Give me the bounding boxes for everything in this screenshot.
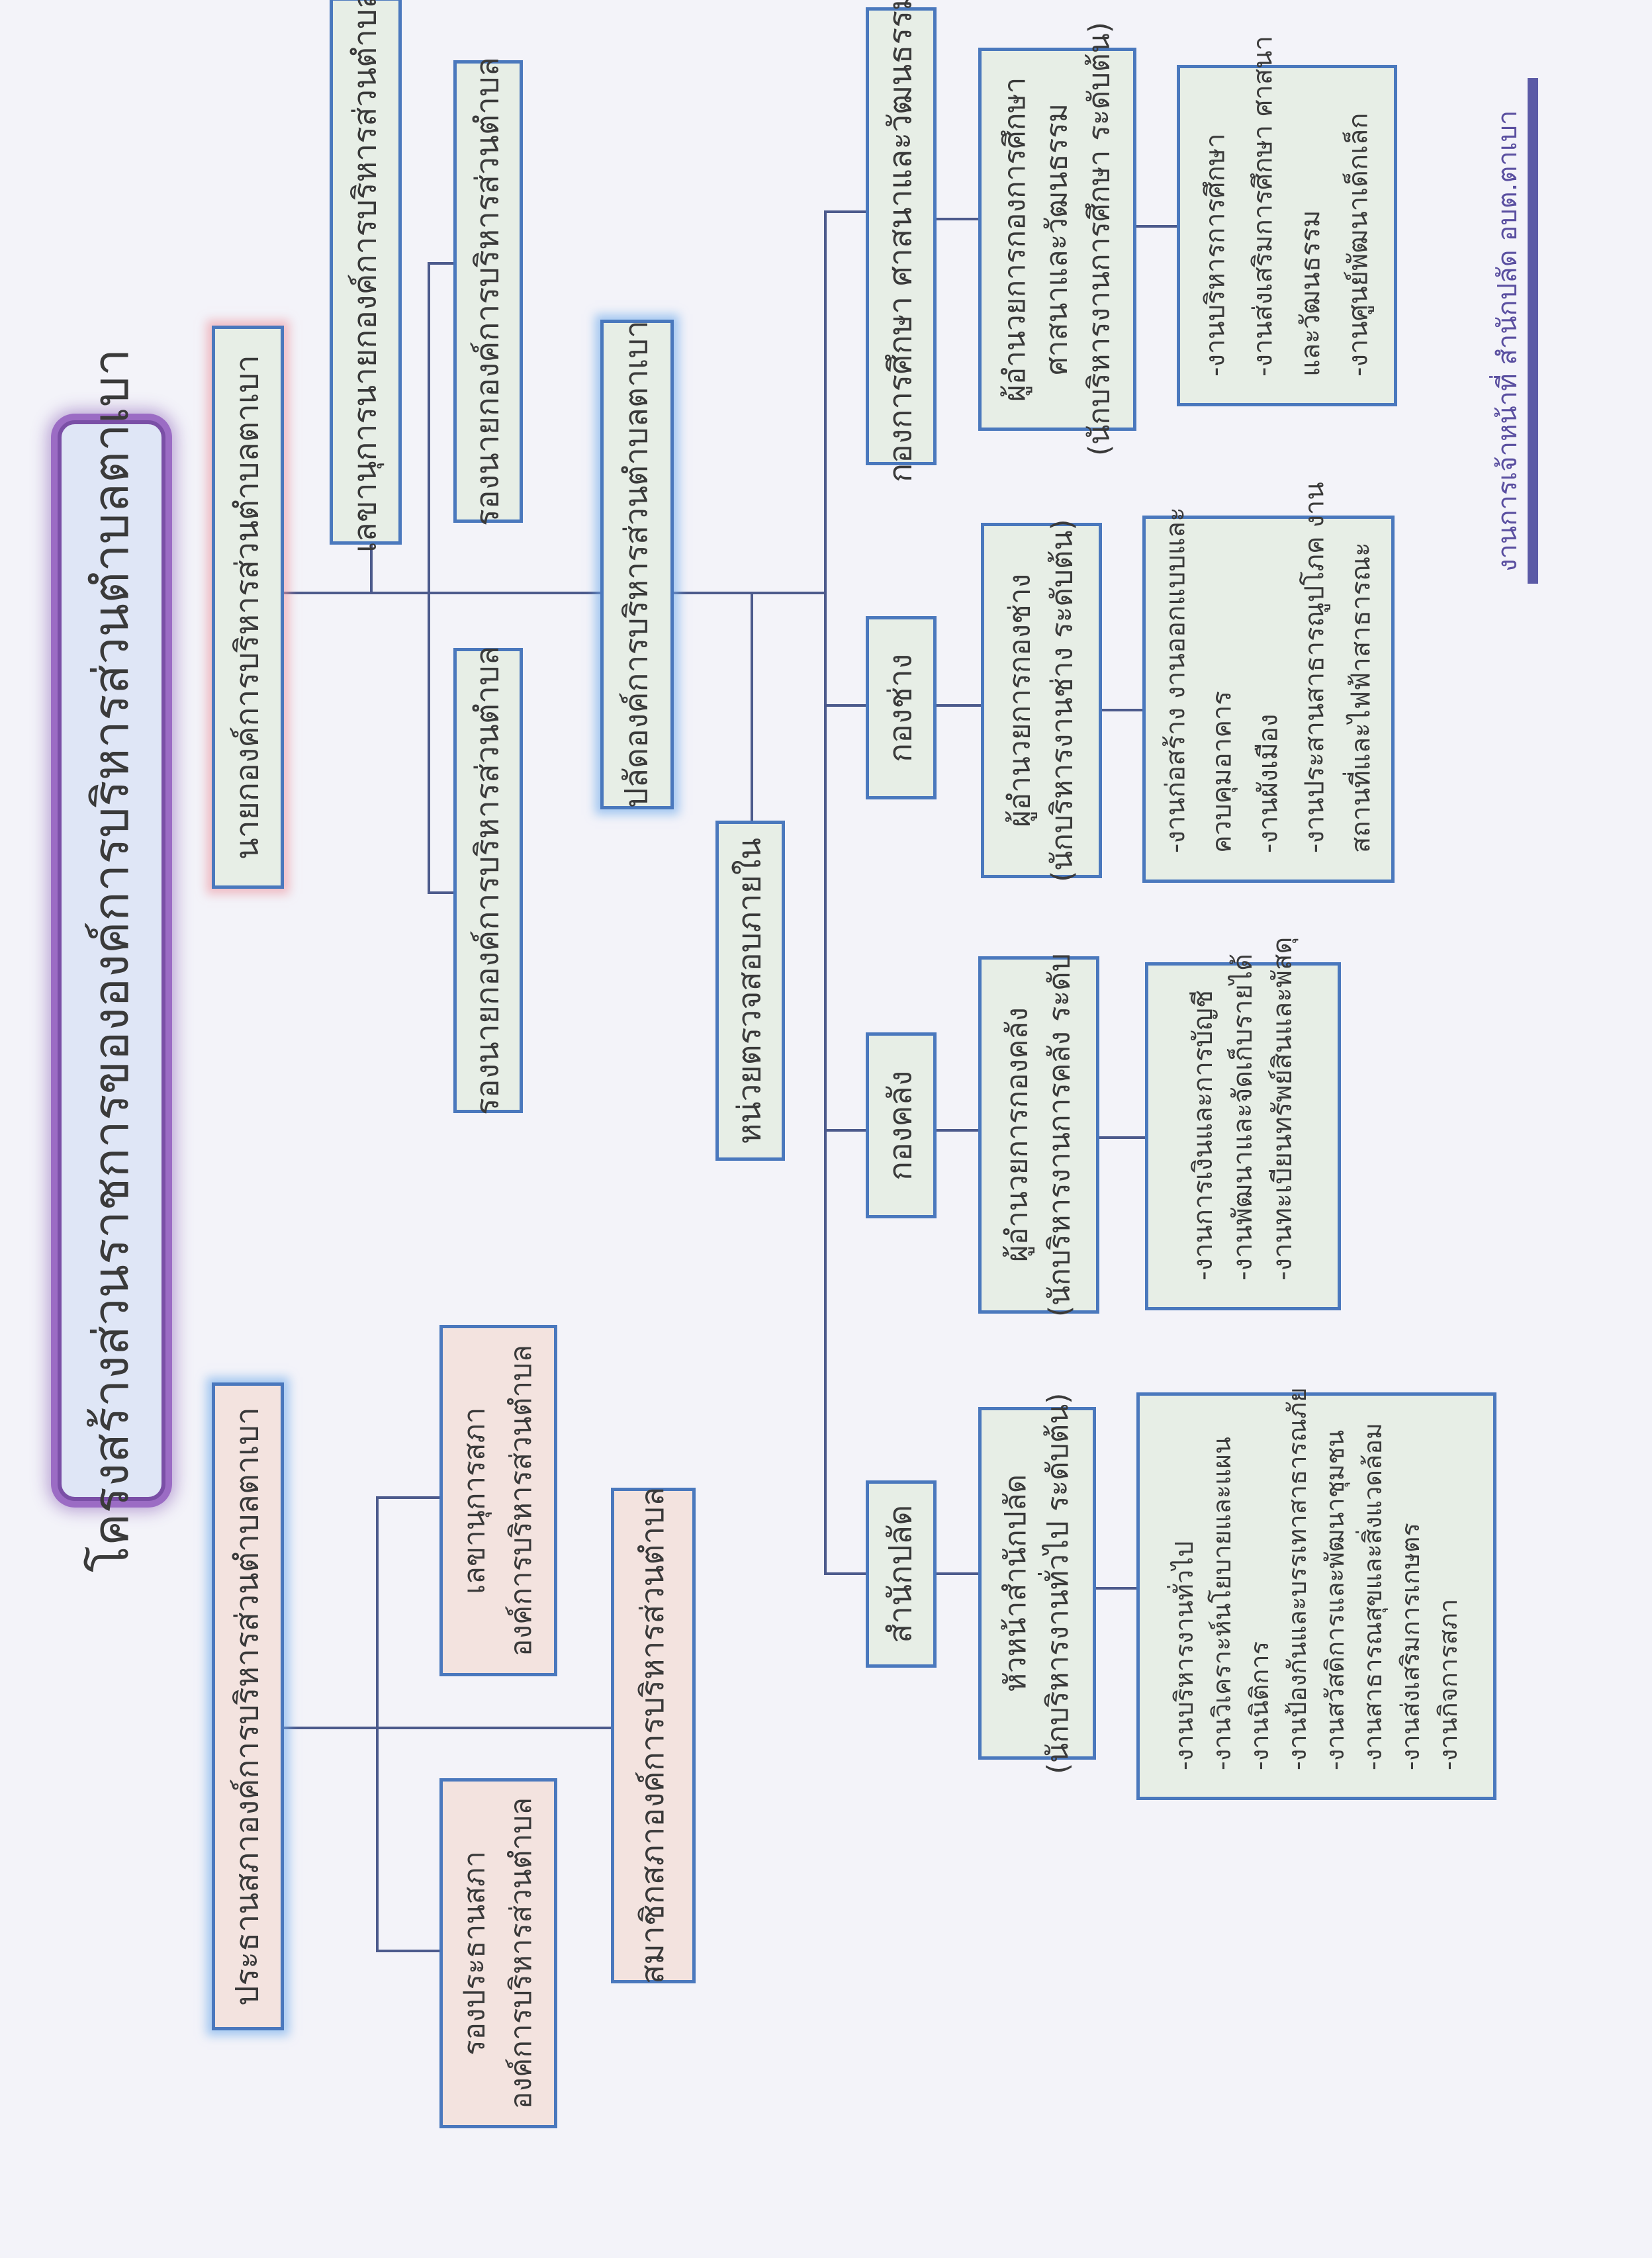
internal-audit-box: หน่วยตรวจสอบภายใน xyxy=(715,821,785,1161)
connector xyxy=(824,210,866,213)
office-head-box: หัวหน้าสำนักปลัด (นักบริหารงานทั่วไป ระด… xyxy=(978,1392,1096,1774)
head-line: ศาสนาและวัฒนธรรม xyxy=(1040,103,1074,375)
task-item: -งานบริหารการศึกษา xyxy=(1200,133,1231,377)
engineering-dept-box: กองช่าง xyxy=(866,616,937,799)
connector xyxy=(284,1727,612,1729)
chief-administrator-label: ปลัดองค์การบริหารส่วนตำบลตาเบา xyxy=(618,320,655,809)
education-head-box: ผู้อำนวยการกองการศึกษา ศาสนาและวัฒนธรรม … xyxy=(978,23,1136,456)
education-tasks-box: -งานบริหารการศึกษา -งานส่งเสริมการศึกษา … xyxy=(1177,36,1397,406)
office-tasks-box: -งานบริหารงานทั่วไป -งานวิเคราะห์นโยบายแ… xyxy=(1136,1387,1496,1800)
task-item: -งานการเงินและการบัญชี xyxy=(1188,989,1218,1281)
task-item: -งานสวัสดิการและพัฒนาชุมชน xyxy=(1320,1429,1350,1770)
footer-text: งานการเจ้าหน้าที่ สำนักปลัด อบต.ตาเบา xyxy=(1492,110,1523,572)
engineering-head-box: ผู้อำนวยการกองช่าง (นักบริหารงานช่าง ระด… xyxy=(981,519,1102,882)
council-president-label: ประธานสภาองค์การบริหารส่วนตำบลตาเบา xyxy=(228,1407,266,2006)
finance-dept-box: กองคลัง xyxy=(866,1032,937,1218)
engineering-tasks-box: -งานก่อสร้าง งานออกแบบและ ควบคุมอาคาร -ง… xyxy=(1142,482,1395,883)
mayor-box: นายกองค์การบริหารส่วนตำบลตาเบา xyxy=(212,326,284,889)
connector xyxy=(376,1498,379,1952)
head-line: (นักบริหารงานการคลัง ระดับ xyxy=(1042,953,1077,1317)
connector xyxy=(937,1572,979,1575)
head-line: ผู้อำนวยการกองช่าง xyxy=(1003,573,1037,828)
engineering-dept-label: กองช่าง xyxy=(882,653,919,762)
head-line: หัวหน้าสำนักปลัด xyxy=(999,1474,1033,1693)
finance-head-box: ผู้อำนวยการกองคลัง (นักบริหารงานการคลัง … xyxy=(978,953,1099,1317)
council-members-box: สมาชิกสภาองค์การบริหารส่วนตำบล xyxy=(611,1486,696,1985)
education-dept-label: กองการศึกษา ศาสนาและวัฒนธรรม xyxy=(882,0,919,483)
task-item: ควบคุมอาคาร xyxy=(1207,691,1238,853)
connector xyxy=(824,1572,866,1575)
task-item: -งานผังเมือง xyxy=(1253,713,1284,853)
head-line: (นักบริหารงานช่าง ระดับต้น) xyxy=(1045,519,1079,882)
connector xyxy=(824,212,827,1575)
head-line: ผู้อำนวยการกองคลัง xyxy=(1000,1007,1034,1263)
connector xyxy=(428,263,430,894)
council-vice-line: รองประธานสภา xyxy=(457,1851,492,2055)
council-secretary-line: องค์การบริหารส่วนตำบล xyxy=(504,1344,538,1657)
head-line: ผู้อำนวยการกองการศึกษา xyxy=(997,77,1032,402)
mayor-secretary-box: เลขานุการนายกองค์การบริหารส่วนตำบล xyxy=(330,0,402,553)
task-item: -งานบริหารงานทั่วไป xyxy=(1170,1541,1199,1770)
connector xyxy=(1102,709,1143,711)
council-vice-president-box: รองประธานสภา องค์การบริหารส่วนตำบล xyxy=(439,1778,557,2128)
task-item: -งานส่งเสริมการเกษตร xyxy=(1396,1523,1425,1770)
council-members-label: สมาชิกสภาองค์การบริหารส่วนตำบล xyxy=(634,1486,672,1985)
finance-tasks-box: -งานการเงินและการบัญชี -งานพัฒนาและจัดเก… xyxy=(1145,937,1341,1310)
task-item: -งานนิติการ xyxy=(1245,1641,1274,1770)
connector xyxy=(428,262,454,265)
connector xyxy=(284,592,827,594)
chief-administrator-box: ปลัดองค์การบริหารส่วนตำบลตาเบา xyxy=(600,320,674,809)
education-dept-box: กองการศึกษา ศาสนาและวัฒนธรรม xyxy=(866,0,937,482)
footer-credit: งานการเจ้าหน้าที่ สำนักปลัด อบต.ตาเบา xyxy=(1488,99,1528,582)
task-item: -งานวิเคราะห์นโยบายและแผน xyxy=(1207,1437,1236,1770)
mayor-secretary-label: เลขานุการนายกองค์การบริหารส่วนตำบล xyxy=(346,0,384,553)
task-item: -งานศูนย์พัฒนาเด็กเล็ก xyxy=(1343,113,1374,377)
connector xyxy=(937,1129,979,1132)
task-item: -งานสาธารณสุขและสิ่งแวดล้อม xyxy=(1358,1422,1387,1770)
connector xyxy=(370,545,373,593)
council-secretary-line: เลขานุการสภา xyxy=(457,1407,492,1594)
task-item: -งานก่อสร้าง งานออกแบบและ xyxy=(1160,507,1191,853)
task-item: -งานส่งเสริมการศึกษา ศาสนา xyxy=(1248,35,1279,377)
page-title: โครงสร้างส่วนราชการขององค์การบริหารส่วนต… xyxy=(58,349,165,1572)
council-secretary-box: เลขานุการสภา องค์การบริหารส่วนตำบล xyxy=(439,1325,557,1676)
office-dept-label: สำนักปลัด xyxy=(882,1504,919,1644)
connector xyxy=(824,1129,866,1132)
finance-dept-label: กองคลัง xyxy=(882,1070,919,1181)
deputy-mayor-label: รองนายกองค์การบริหารส่วนตำบล xyxy=(469,57,506,526)
connector xyxy=(376,1496,440,1499)
task-item: -งานป้องกันและบรรเทาสาธารณภัย xyxy=(1283,1387,1312,1770)
office-dept-box: สำนักปลัด xyxy=(866,1480,937,1668)
deputy-mayor-label: รองนายกองค์การบริหารส่วนตำบล xyxy=(469,646,506,1115)
council-vice-line: องค์การบริหารส่วนตำบล xyxy=(504,1797,538,2110)
connector xyxy=(824,704,866,707)
deputy-mayor-box: รองนายกองค์การบริหารส่วนตำบล xyxy=(453,646,523,1115)
task-item: -งานพัฒนาและจัดเก็บรายได้ xyxy=(1228,953,1258,1281)
task-item: -งานทะเบียนทรัพย์สินและพัสดุ xyxy=(1267,936,1298,1281)
council-president-box: ประธานสภาองค์การบริหารส่วนตำบลตาเบา xyxy=(212,1382,284,2030)
task-item: -งานกิจการสภา xyxy=(1434,1598,1463,1770)
title-text: โครงสร้างส่วนราชการขององค์การบริหารส่วนต… xyxy=(82,348,140,1573)
connector xyxy=(428,891,454,894)
connector xyxy=(376,1950,440,1952)
internal-audit-label: หน่วยตรวจสอบภายใน xyxy=(731,837,768,1144)
connector xyxy=(1096,1587,1137,1590)
task-item: -งานประสานสาธารณูปโภค งาน xyxy=(1299,482,1330,853)
connector xyxy=(751,593,753,821)
mayor-label: นายกองค์การบริหารส่วนตำบลตาเบา xyxy=(228,355,266,860)
connector xyxy=(937,218,979,220)
footer-bar xyxy=(1528,78,1538,584)
connector xyxy=(937,704,982,707)
task-item: สถานที่และไฟฟ้าสาธารณะ xyxy=(1346,542,1377,853)
connector xyxy=(1099,1136,1146,1139)
head-line: (นักบริหารงานการศึกษา ระดับต้น) xyxy=(1082,22,1117,457)
deputy-mayor-box: รองนายกองค์การบริหารส่วนตำบล xyxy=(453,57,523,526)
head-line: (นักบริหารงานทั่วไป ระดับต้น) xyxy=(1041,1392,1075,1774)
task-item: และวัฒนธรรม xyxy=(1295,210,1326,377)
connector xyxy=(1136,225,1177,228)
